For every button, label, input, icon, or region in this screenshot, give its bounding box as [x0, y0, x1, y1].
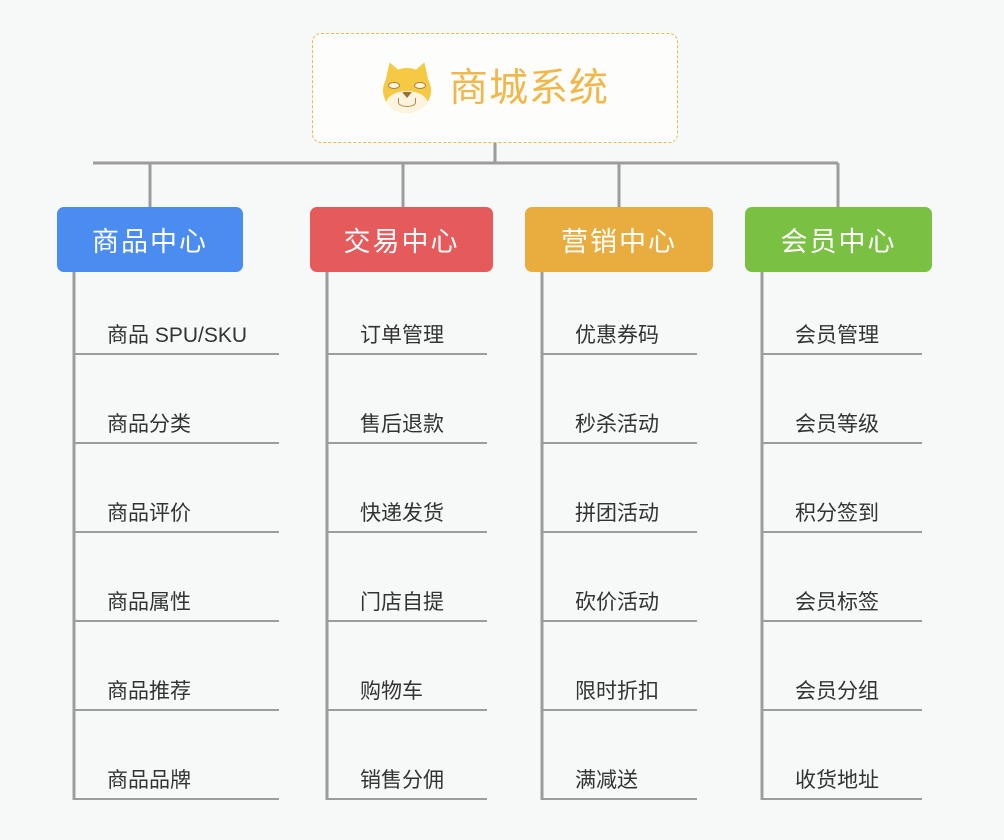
leaf-item[interactable]: 商品推荐	[74, 665, 279, 711]
leaf-item-label: 会员等级	[795, 413, 879, 436]
leaf-item-label: 满减送	[575, 769, 638, 792]
category-box-member-center[interactable]: 会员中心	[745, 207, 932, 272]
category-label-trade-center: 交易中心	[343, 227, 460, 257]
leaf-item[interactable]: 满减送	[542, 754, 697, 800]
shiba-dog-icon	[381, 59, 433, 114]
leaf-item[interactable]: 拼团活动	[542, 487, 697, 533]
leaf-item-label: 拼团活动	[575, 502, 659, 525]
leaf-item-label: 会员分组	[795, 680, 879, 703]
leaf-item-label: 商品推荐	[107, 680, 191, 703]
leaf-item-label: 快递发货	[360, 502, 444, 525]
leaf-item[interactable]: 商品品牌	[74, 754, 279, 800]
root-node[interactable]: 商城系统	[312, 33, 678, 143]
leaf-item[interactable]: 积分签到	[762, 487, 922, 533]
leaf-item-label: 会员管理	[795, 324, 879, 347]
leaf-item[interactable]: 优惠券码	[542, 309, 697, 355]
leaf-item[interactable]: 收货地址	[762, 754, 922, 800]
category-box-trade-center[interactable]: 交易中心	[310, 207, 493, 272]
leaf-item[interactable]: 会员管理	[762, 309, 922, 355]
leaf-item-label: 会员标签	[795, 591, 879, 614]
category-label-member-center: 会员中心	[780, 227, 897, 257]
leaf-item-label: 秒杀活动	[575, 413, 659, 436]
category-label-marketing-center: 营销中心	[561, 227, 677, 257]
leaf-item-label: 订单管理	[360, 324, 444, 347]
category-box-marketing-center[interactable]: 营销中心	[525, 207, 713, 272]
leaf-item[interactable]: 商品属性	[74, 576, 279, 622]
leaf-item[interactable]: 售后退款	[327, 398, 487, 444]
leaf-item-label: 收货地址	[795, 769, 879, 792]
leaf-item[interactable]: 门店自提	[327, 576, 487, 622]
category-label-product-center: 商品中心	[92, 227, 208, 257]
leaf-item[interactable]: 商品 SPU/SKU	[74, 309, 279, 355]
leaf-item[interactable]: 秒杀活动	[542, 398, 697, 444]
leaf-item[interactable]: 会员标签	[762, 576, 922, 622]
leaf-item[interactable]: 会员等级	[762, 398, 922, 444]
leaf-item-label: 积分签到	[795, 502, 879, 525]
leaf-item-label: 商品分类	[107, 413, 191, 436]
leaf-item[interactable]: 砍价活动	[542, 576, 697, 622]
leaf-item-label: 销售分佣	[360, 769, 444, 792]
leaf-item-label: 商品评价	[107, 502, 191, 525]
leaf-item-label: 购物车	[360, 680, 423, 703]
leaf-item-label: 商品属性	[107, 591, 191, 614]
leaf-item-label: 门店自提	[360, 591, 444, 614]
leaf-item[interactable]: 会员分组	[762, 665, 922, 711]
leaf-item[interactable]: 限时折扣	[542, 665, 697, 711]
leaf-item-label: 优惠券码	[575, 324, 659, 347]
leaf-item[interactable]: 销售分佣	[327, 754, 487, 800]
root-title: 商城系统	[448, 66, 609, 110]
leaf-item-label: 砍价活动	[575, 591, 659, 614]
leaf-item-label: 售后退款	[360, 413, 444, 436]
leaf-item-label: 商品 SPU/SKU	[107, 324, 248, 347]
leaf-item-label: 限时折扣	[575, 680, 659, 703]
leaf-item[interactable]: 订单管理	[327, 309, 487, 355]
category-box-product-center[interactable]: 商品中心	[57, 207, 243, 272]
leaf-item[interactable]: 商品评价	[74, 487, 279, 533]
leaf-item[interactable]: 购物车	[327, 665, 487, 711]
leaf-item[interactable]: 快递发货	[327, 487, 487, 533]
leaf-item[interactable]: 商品分类	[74, 398, 279, 444]
leaf-item-label: 商品品牌	[107, 769, 191, 792]
